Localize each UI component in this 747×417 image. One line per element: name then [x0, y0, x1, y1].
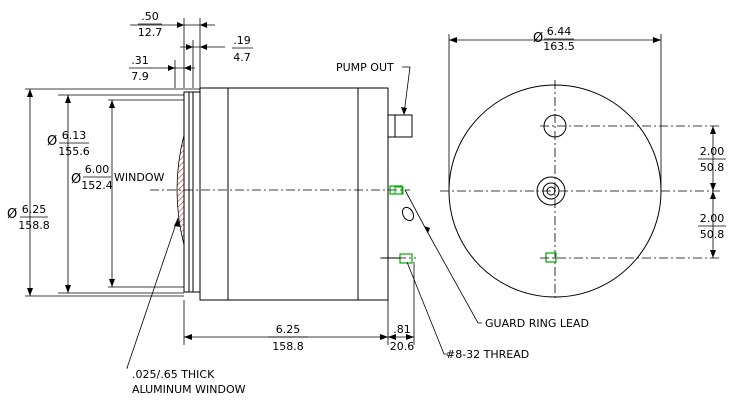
- connector-offset-in: .81: [393, 323, 411, 336]
- pump-out-label: PUMP OUT: [336, 61, 394, 74]
- window-note-line2: ALUMINUM WINDOW: [132, 383, 246, 396]
- flange-diameter-in: 6.13: [62, 129, 87, 142]
- body-length-in: 6.25: [276, 323, 301, 336]
- side-view: [25, 87, 416, 301]
- left-dimensions: Ø 6.25 158.8 Ø 6.13 155.6 Ø 6.00 152.4 W…: [7, 89, 164, 296]
- window-diameter-symbol: Ø: [71, 172, 81, 187]
- end-view: Ø 6.44 163.5 2.00 50.8 2.00 50.8: [394, 25, 726, 300]
- window-label: WINDOW: [114, 171, 164, 184]
- guard-ring-tab: [401, 206, 415, 222]
- outer-diameter-in: 6.25: [22, 203, 47, 216]
- flange-diameter-symbol: Ø: [47, 134, 57, 149]
- lower-spacing-in: 2.00: [700, 212, 725, 225]
- guard-ring-lead-label: GUARD RING LEAD: [485, 317, 589, 330]
- lower-spacing-mm: 50.8: [700, 228, 725, 241]
- center-hub-outer: [536, 176, 566, 206]
- connector-offset-mm: 20.6: [390, 340, 415, 353]
- top-dimensions: .50 12.7 .19 4.7 .31 7.9: [129, 10, 253, 88]
- flange-thickness-in: .50: [141, 10, 159, 23]
- body-length-mm: 158.8: [272, 340, 304, 353]
- thread-label: #8-32 THREAD: [446, 348, 529, 361]
- center-hub-mid: [542, 182, 560, 200]
- end-diameter-in: 6.44: [547, 25, 572, 38]
- bottom-dimensions: 6.25 158.8 .81 20.6: [183, 262, 415, 353]
- center-hub-inner: [546, 186, 556, 196]
- step-small-mm: 4.7: [233, 51, 251, 64]
- callouts: PUMP OUT GUARD RING LEAD #8-32 THREAD .0…: [126, 61, 589, 396]
- upper-spacing-in: 2.00: [700, 145, 725, 158]
- window-diameter-mm: 152.4: [81, 179, 113, 192]
- step-small-in: .19: [233, 34, 251, 47]
- lower-connector: [545, 252, 557, 263]
- right-tab: [394, 186, 404, 195]
- flange-diameter-mm: 155.6: [58, 145, 90, 158]
- outer-diameter-mm: 158.8: [18, 219, 50, 232]
- front-flange: [183, 91, 201, 293]
- thread-connector: [399, 253, 413, 264]
- outer-diameter-symbol: Ø: [7, 207, 17, 222]
- window-offset-mm: 7.9: [131, 70, 149, 83]
- end-diameter-symbol: Ø: [533, 31, 543, 46]
- pump-out-port: [387, 114, 413, 138]
- window-offset-in: .31: [131, 54, 149, 67]
- window-diameter-in: 6.00: [85, 163, 110, 176]
- upper-spacing-mm: 50.8: [700, 161, 725, 174]
- flange-thickness-mm: 12.7: [138, 26, 163, 39]
- window-note-line1: .025/.65 THICK: [132, 368, 215, 381]
- end-diameter-mm: 163.5: [543, 40, 575, 53]
